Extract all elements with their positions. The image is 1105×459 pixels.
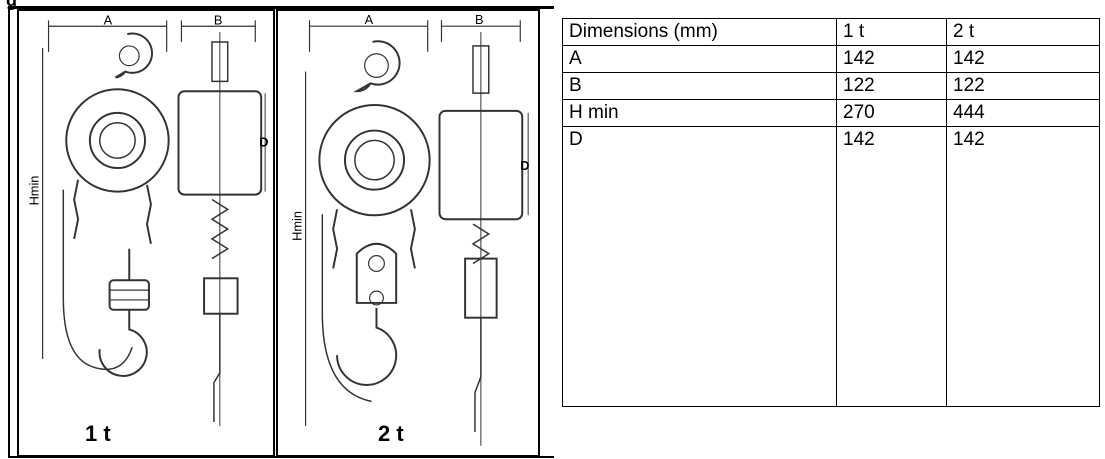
table-row: B 122 122 xyxy=(562,72,1100,100)
header-2t: 2 t xyxy=(946,18,1100,46)
capacity-label-2t: 2 t xyxy=(378,421,404,446)
row-b-label: B xyxy=(562,72,837,100)
dim-h-label: Hmin xyxy=(27,176,42,206)
dim-d-label: D xyxy=(259,134,268,149)
dim-a-label: A xyxy=(365,12,374,27)
section-heading-clipped: g xyxy=(6,0,17,10)
hoist-2t-illustration: A B D Hmin xyxy=(290,12,530,446)
dim-b-label: B xyxy=(214,12,223,27)
table-row: D 142 142 xyxy=(562,126,1100,407)
dimensions-table: Dimensions (mm) 1 t 2 t A 142 142 B 122 … xyxy=(562,18,1100,407)
row-a-1t: 142 xyxy=(836,45,947,73)
table-row: A 142 142 xyxy=(562,45,1100,73)
row-d-label: D xyxy=(562,126,837,407)
table-header-row: Dimensions (mm) 1 t 2 t xyxy=(562,18,1100,46)
hoist-drawing-2t: A B D Hmin 2 t xyxy=(276,9,540,457)
row-b-1t: 122 xyxy=(836,72,947,100)
row-hmin-label: H min xyxy=(562,99,837,127)
capacity-label-1t: 1 t xyxy=(85,421,111,446)
row-a-label: A xyxy=(562,45,837,73)
row-hmin-1t: 270 xyxy=(836,99,947,127)
row-d-1t: 142 xyxy=(836,126,947,407)
table-row: H min 270 444 xyxy=(562,99,1100,127)
hoist-1t-illustration: A B D Hmin xyxy=(27,12,268,426)
row-d-2t: 142 xyxy=(946,126,1100,407)
header-dimensions: Dimensions (mm) xyxy=(562,18,837,46)
row-b-2t: 122 xyxy=(946,72,1100,100)
row-a-2t: 142 xyxy=(946,45,1100,73)
dim-d-label: D xyxy=(520,158,529,173)
dim-a-label: A xyxy=(104,12,113,27)
hoist-drawing-1t: A B D Hmin 1 t xyxy=(17,9,275,457)
row-hmin-2t: 444 xyxy=(946,99,1100,127)
drawing-frame xyxy=(8,6,554,458)
dim-b-label: B xyxy=(475,12,484,27)
header-1t: 1 t xyxy=(836,18,947,46)
dim-h-label: Hmin xyxy=(290,211,305,241)
